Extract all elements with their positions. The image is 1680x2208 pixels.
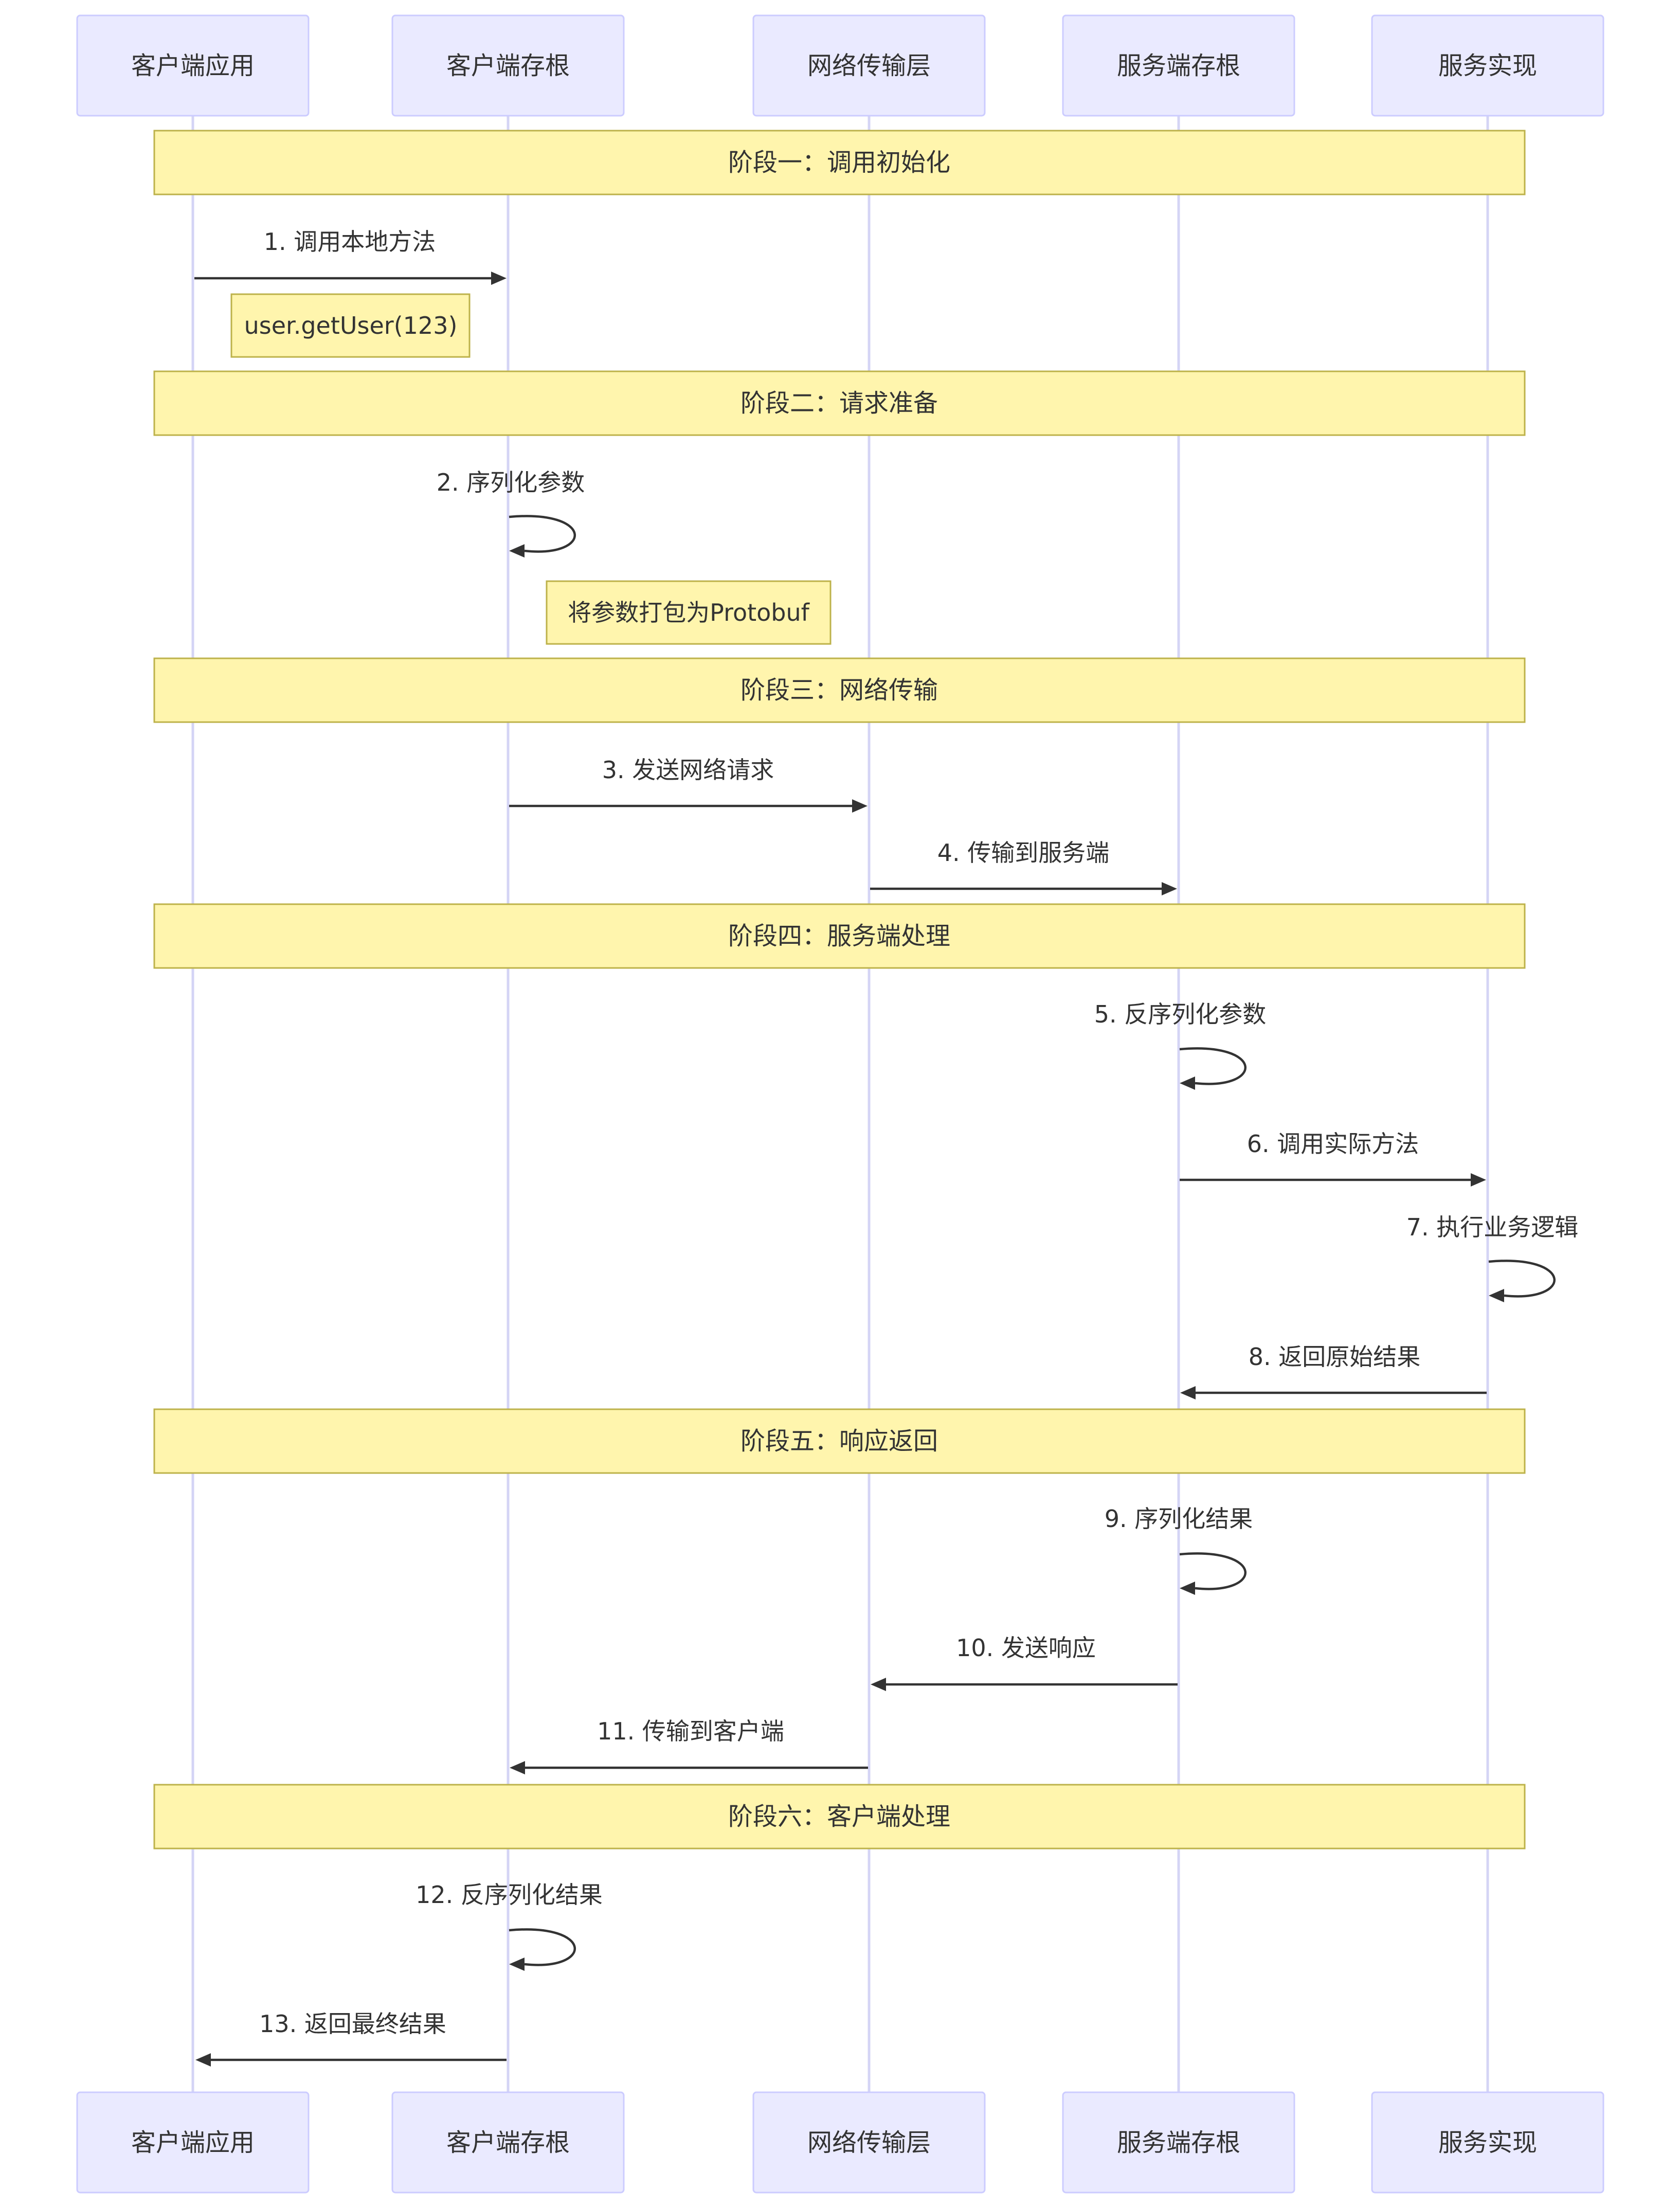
message-8: 8. 返回原始结果 (1180, 1343, 1487, 1399)
message-13: 13. 返回最终结果 (195, 2010, 507, 2067)
message-label: 3. 发送网络请求 (602, 756, 774, 784)
actor-bottom-server-stub: 服务端存根 (1062, 2091, 1295, 2194)
phase-banner-3: 阶段三：网络传输 (153, 657, 1526, 723)
arrow-left-icon (1180, 1582, 1195, 1595)
arrow-left-icon (1489, 1289, 1504, 1302)
actor-top-server-stub: 服务端存根 (1062, 14, 1295, 117)
message-label: 8. 返回原始结果 (1249, 1343, 1421, 1371)
phase-label: 阶段三：网络传输 (740, 676, 938, 705)
message-3: 3. 发送网络请求 (509, 756, 868, 813)
message-1: 1. 调用本地方法 (194, 228, 507, 285)
arrow-right-icon (852, 799, 868, 813)
arrow-right-icon (491, 272, 507, 285)
message-label: 4. 传输到服务端 (937, 839, 1110, 867)
arrow-right-icon (1162, 882, 1177, 895)
message-label: 12. 反序列化结果 (416, 1881, 603, 1909)
message-10: 10. 发送响应 (871, 1634, 1178, 1691)
messages: 1. 调用本地方法 2. 序列化参数 3. 发送网络请求 4. 传输到服务端 5… (194, 228, 1578, 2067)
message-label: 5. 反序列化参数 (1094, 1000, 1267, 1028)
message-label: 7. 执行业务逻辑 (1406, 1213, 1579, 1241)
message-5: 5. 反序列化参数 (1094, 1000, 1267, 1090)
message-label: 2. 序列化参数 (437, 469, 585, 496)
actor-label: 客户端存根 (446, 51, 570, 80)
arrow-right-icon (1471, 1173, 1486, 1187)
message-6: 6. 调用实际方法 (1180, 1130, 1486, 1187)
phase-label: 阶段五：响应返回 (740, 1427, 938, 1456)
message-label: 6. 调用实际方法 (1247, 1130, 1419, 1158)
note-label: 将参数打包为Protobuf (568, 599, 810, 626)
message-label: 11. 传输到客户端 (597, 1717, 784, 1745)
note-protobuf: 将参数打包为Protobuf (546, 580, 832, 645)
message-4: 4. 传输到服务端 (870, 839, 1177, 895)
note-getuser: user.getUser(123) (230, 293, 471, 358)
actor-top-client-stub: 客户端存根 (391, 14, 625, 117)
actor-label: 网络传输层 (807, 2128, 931, 2157)
phase-banner-4: 阶段四：服务端处理 (153, 903, 1526, 969)
phase-banner-2: 阶段二：请求准备 (153, 370, 1526, 436)
message-9: 9. 序列化结果 (1105, 1505, 1253, 1595)
actor-top-service: 服务实现 (1371, 14, 1604, 117)
actor-top-client-app: 客户端应用 (76, 14, 310, 117)
actor-label: 网络传输层 (807, 51, 931, 80)
message-label: 13. 返回最终结果 (259, 2010, 446, 2038)
arrow-left-icon (509, 1958, 525, 1971)
phase-banners: 阶段一：调用初始化 阶段二：请求准备 阶段三：网络传输 阶段四：服务端处理 阶段… (153, 130, 1526, 1850)
phase-label: 阶段四：服务端处理 (728, 922, 950, 950)
arrow-left-icon (871, 1678, 886, 1691)
phase-banner-6: 阶段六：客户端处理 (153, 1784, 1526, 1850)
lifelines (191, 116, 1489, 2092)
phase-label: 阶段二：请求准备 (740, 389, 938, 418)
actor-label: 客户端应用 (131, 2128, 255, 2157)
message-2: 2. 序列化参数 (437, 469, 585, 558)
phase-banner-5: 阶段五：响应返回 (153, 1408, 1526, 1474)
actor-top-network: 网络传输层 (752, 14, 986, 117)
phase-label: 阶段一：调用初始化 (728, 148, 950, 177)
bottom-actors: 客户端应用 客户端存根 网络传输层 服务端存根 服务实现 (76, 2091, 1604, 2194)
actor-label: 客户端存根 (446, 2128, 570, 2157)
arrow-left-icon (509, 544, 525, 558)
message-12: 12. 反序列化结果 (416, 1881, 603, 1971)
phase-banner-1: 阶段一：调用初始化 (153, 130, 1526, 195)
notes: user.getUser(123) 将参数打包为Protobuf (230, 293, 832, 645)
message-11: 11. 传输到客户端 (510, 1717, 868, 1774)
message-label: 1. 调用本地方法 (264, 228, 436, 256)
actor-label: 服务端存根 (1117, 2128, 1240, 2157)
message-7: 7. 执行业务逻辑 (1406, 1213, 1579, 1302)
actor-bottom-service: 服务实现 (1371, 2091, 1604, 2194)
actor-label: 客户端应用 (131, 51, 255, 80)
message-label: 9. 序列化结果 (1105, 1505, 1253, 1533)
actor-bottom-client-app: 客户端应用 (76, 2091, 310, 2194)
arrow-left-icon (1180, 1076, 1195, 1090)
actor-bottom-client-stub: 客户端存根 (391, 2091, 625, 2194)
arrow-left-icon (510, 1761, 525, 1774)
arrow-left-icon (195, 2053, 211, 2067)
arrow-left-icon (1180, 1386, 1196, 1399)
phase-label: 阶段六：客户端处理 (728, 1802, 950, 1831)
note-label: user.getUser(123) (244, 312, 458, 339)
message-label: 10. 发送响应 (956, 1634, 1096, 1662)
actor-bottom-network: 网络传输层 (752, 2091, 986, 2194)
actor-label: 服务实现 (1438, 2128, 1537, 2157)
top-actors: 客户端应用 客户端存根 网络传输层 服务端存根 服务实现 (76, 14, 1604, 117)
actor-label: 服务端存根 (1117, 51, 1240, 80)
actor-label: 服务实现 (1438, 51, 1537, 80)
